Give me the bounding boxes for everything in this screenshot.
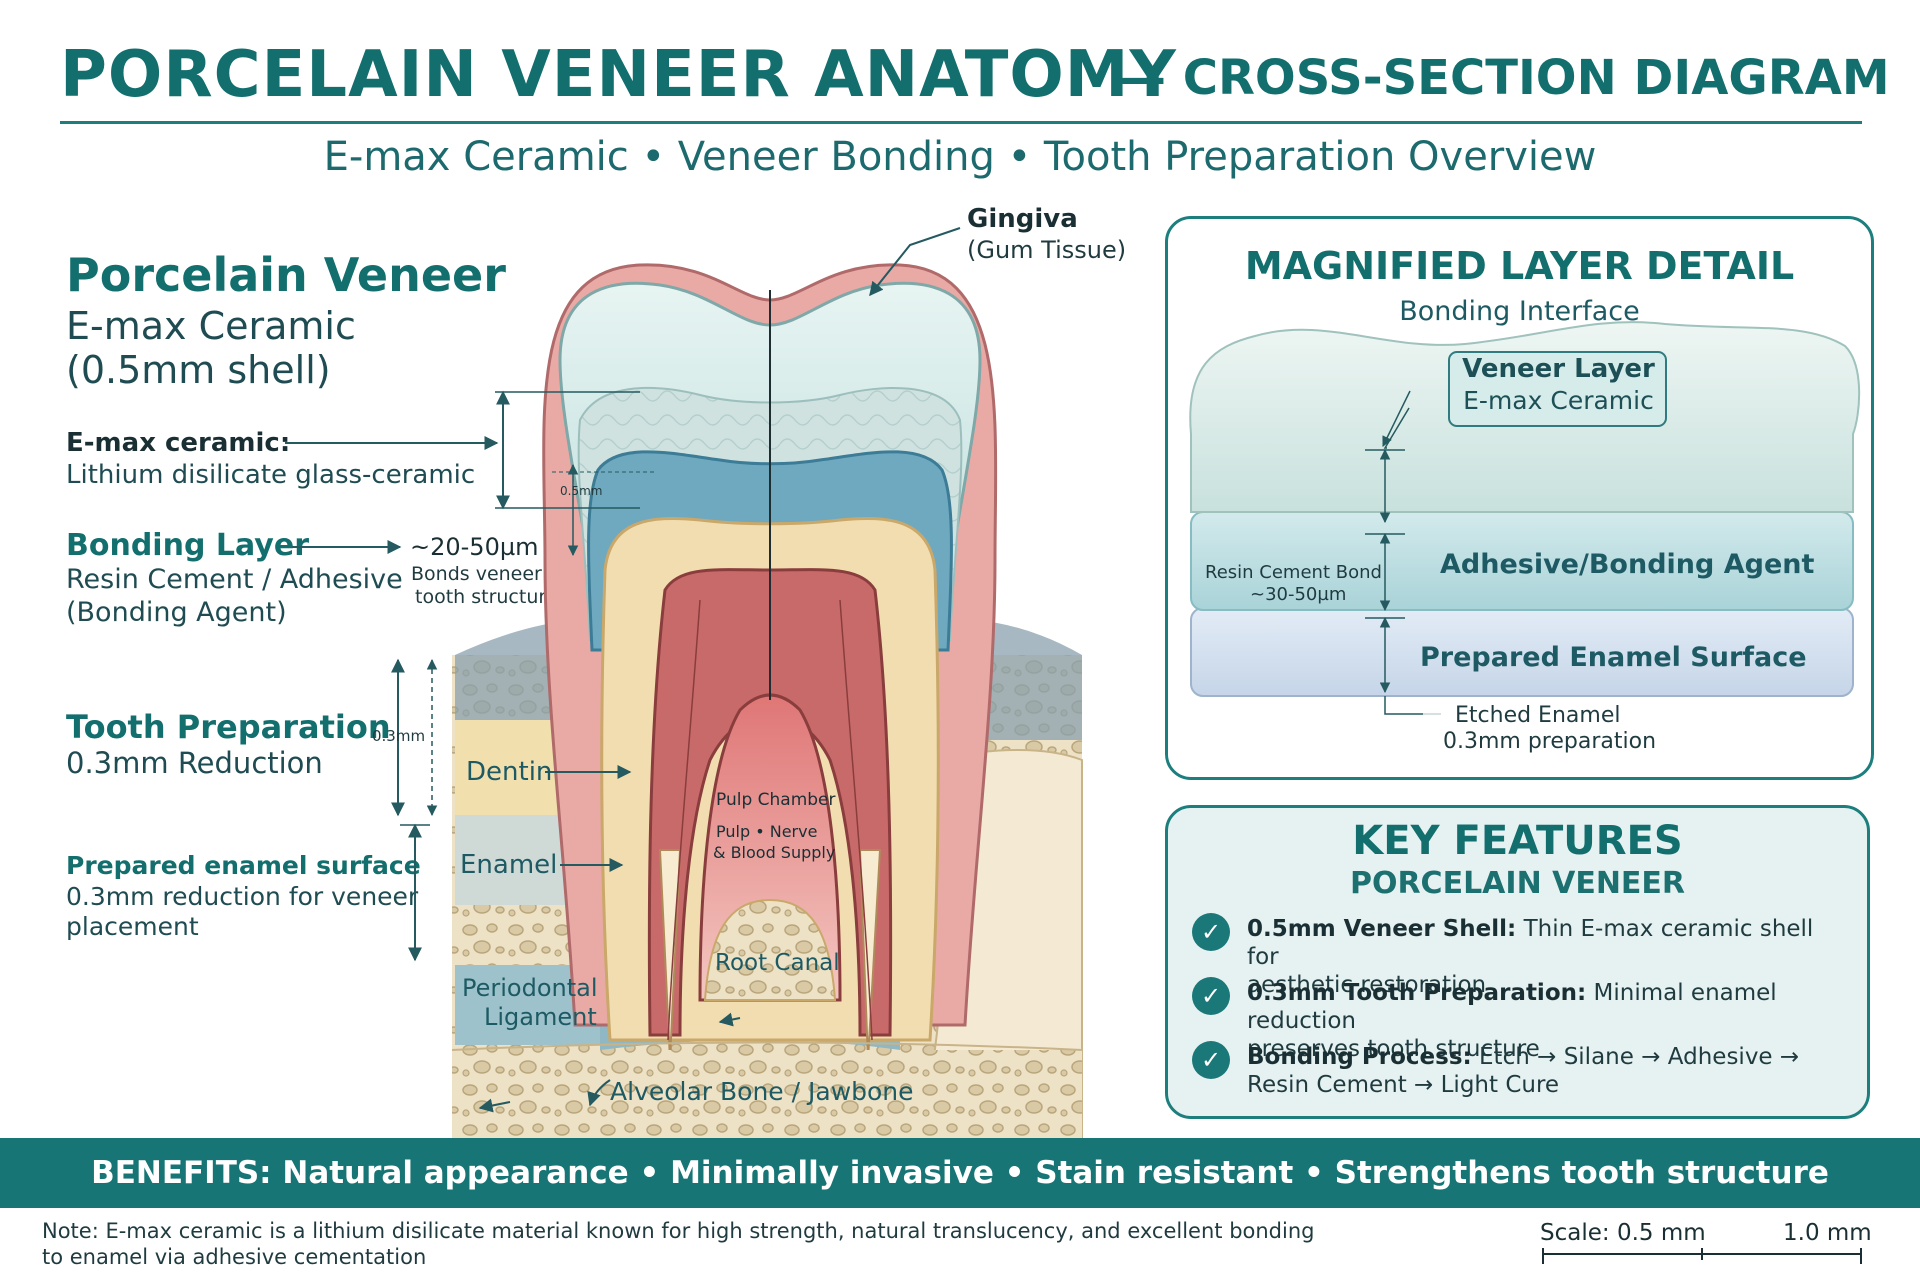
veneer-tag-line1: Veneer Layer	[1462, 354, 1655, 384]
gingiva-label: Gingiva	[967, 204, 1078, 234]
pulp-nerve-line1: Pulp • Nerve	[716, 822, 818, 841]
check-icon: ✓	[1192, 1041, 1230, 1079]
gum-band-right	[975, 620, 1082, 740]
check-icon: ✓	[1192, 977, 1230, 1015]
root-tip-left	[658, 849, 682, 1061]
bonding-heading: Bonding Layer	[66, 528, 310, 563]
dentin-band-left	[455, 720, 575, 825]
features-title: KEY FEATURES	[1352, 818, 1683, 864]
resin-label-line1: Resin Cement Bond	[1205, 562, 1382, 583]
page-title-suffix: — CROSS-SECTION DIAGRAM	[1118, 50, 1890, 106]
gingiva-pointer	[869, 227, 961, 297]
pdl-label-line1: Periodontal	[462, 974, 598, 1002]
prep-heading: Tooth Preparation	[66, 708, 391, 746]
ligament-band-left	[455, 965, 600, 1045]
root-canal-label: Root Canal	[715, 950, 840, 976]
page-subtitle: E-max Ceramic • Veneer Bonding • Tooth P…	[323, 134, 1597, 180]
veneer-material: E-max Ceramic	[66, 304, 356, 348]
root-tip-right	[858, 849, 882, 1061]
bonding-note-line2: tooth structure	[415, 586, 558, 608]
key-features-panel	[1165, 805, 1870, 1119]
pulp-outer	[647, 568, 893, 1037]
footnote: Note: E-max ceramic is a lithium disilic…	[42, 1219, 1315, 1269]
pulp-chamber-label: Pulp Chamber	[716, 790, 836, 810]
veneer-tag-box	[1448, 351, 1667, 427]
alveolar-bone-label: Alveolar Bone / Jawbone	[610, 1077, 914, 1106]
nerve-line-left	[667, 599, 701, 1041]
bonding-line2: (Bonding Agent)	[66, 597, 287, 628]
pdl-label-line2: Ligament	[484, 1003, 597, 1031]
emax-description: Lithium disilicate glass-ceramic	[66, 460, 476, 490]
magnified-title: MAGNIFIED LAYER DETAIL	[1244, 244, 1795, 288]
bonding-line1: Resin Cement / Adhesive	[66, 564, 403, 595]
etched-label-line1: Etched Enamel	[1455, 703, 1621, 728]
bonding-note-line1: Bonds veneer to	[411, 563, 567, 585]
features-subtitle: PORCELAIN VENEER	[1349, 866, 1686, 901]
pulp-nerve-line2: & Blood Supply	[713, 843, 836, 862]
gum-band-left	[455, 620, 575, 740]
check-icon: ✓	[1192, 913, 1230, 951]
etched-label-line2: 0.3mm preparation	[1443, 729, 1657, 754]
enamel-surface-line2: placement	[66, 912, 199, 941]
adhesive-label: Adhesive/Bonding Agent	[1440, 549, 1815, 580]
scale-end-label: 1.0 mm	[1783, 1220, 1872, 1246]
benefits-bar: BENEFITS: Natural appearance • Minimally…	[0, 1138, 1920, 1208]
veneer-thickness: (0.5mm shell)	[66, 348, 331, 392]
feature-item-veneer-shell: 0.5mm Veneer Shell: Thin E-max ceramic s…	[1247, 916, 1814, 998]
scale-label: Scale: 0.5 mm	[1540, 1220, 1706, 1246]
enamel-surface-label: Prepared Enamel Surface	[1420, 642, 1807, 673]
feature-item-bonding-process: Bonding Process: Etch → Silane → Adhesiv…	[1247, 1044, 1800, 1098]
enamel-surface-line1: 0.3mm reduction for veneer	[66, 882, 419, 911]
scale-bar	[1542, 1248, 1862, 1264]
dim-05-label: 0.5mm	[560, 484, 603, 498]
magnified-subtitle: Bonding Interface	[1399, 296, 1640, 327]
nerve-line-right	[839, 599, 873, 1041]
emax-heading: E-max ceramic:	[66, 428, 291, 458]
dim-03-label: 0.3mm	[372, 727, 426, 745]
root-canal-area	[703, 898, 837, 1001]
veneer-tag-line2: E-max Ceramic	[1463, 386, 1654, 415]
dentin-label: Dentin	[466, 757, 553, 787]
enamel-surface-heading: Prepared enamel surface	[66, 851, 421, 880]
page-title: PORCELAIN VENEER ANATOMY	[60, 38, 1177, 112]
alveolar-bone	[452, 1050, 1082, 1140]
title-divider	[60, 121, 1862, 124]
enamel-band-left	[455, 815, 575, 905]
feature-item-tooth-preparation: 0.3mm Tooth Preparation: Minimal enamel …	[1247, 980, 1777, 1062]
veneer-heading: Porcelain Veneer	[66, 248, 506, 302]
bonding-thickness: ~20-50µm	[410, 533, 539, 561]
enamel-label: Enamel	[460, 850, 558, 880]
gingiva-sublabel: (Gum Tissue)	[967, 236, 1127, 264]
prep-description: 0.3mm Reduction	[66, 746, 323, 780]
layer-stack-illustration	[1189, 321, 1861, 775]
resin-label-line2: ~30-50µm	[1250, 584, 1347, 605]
